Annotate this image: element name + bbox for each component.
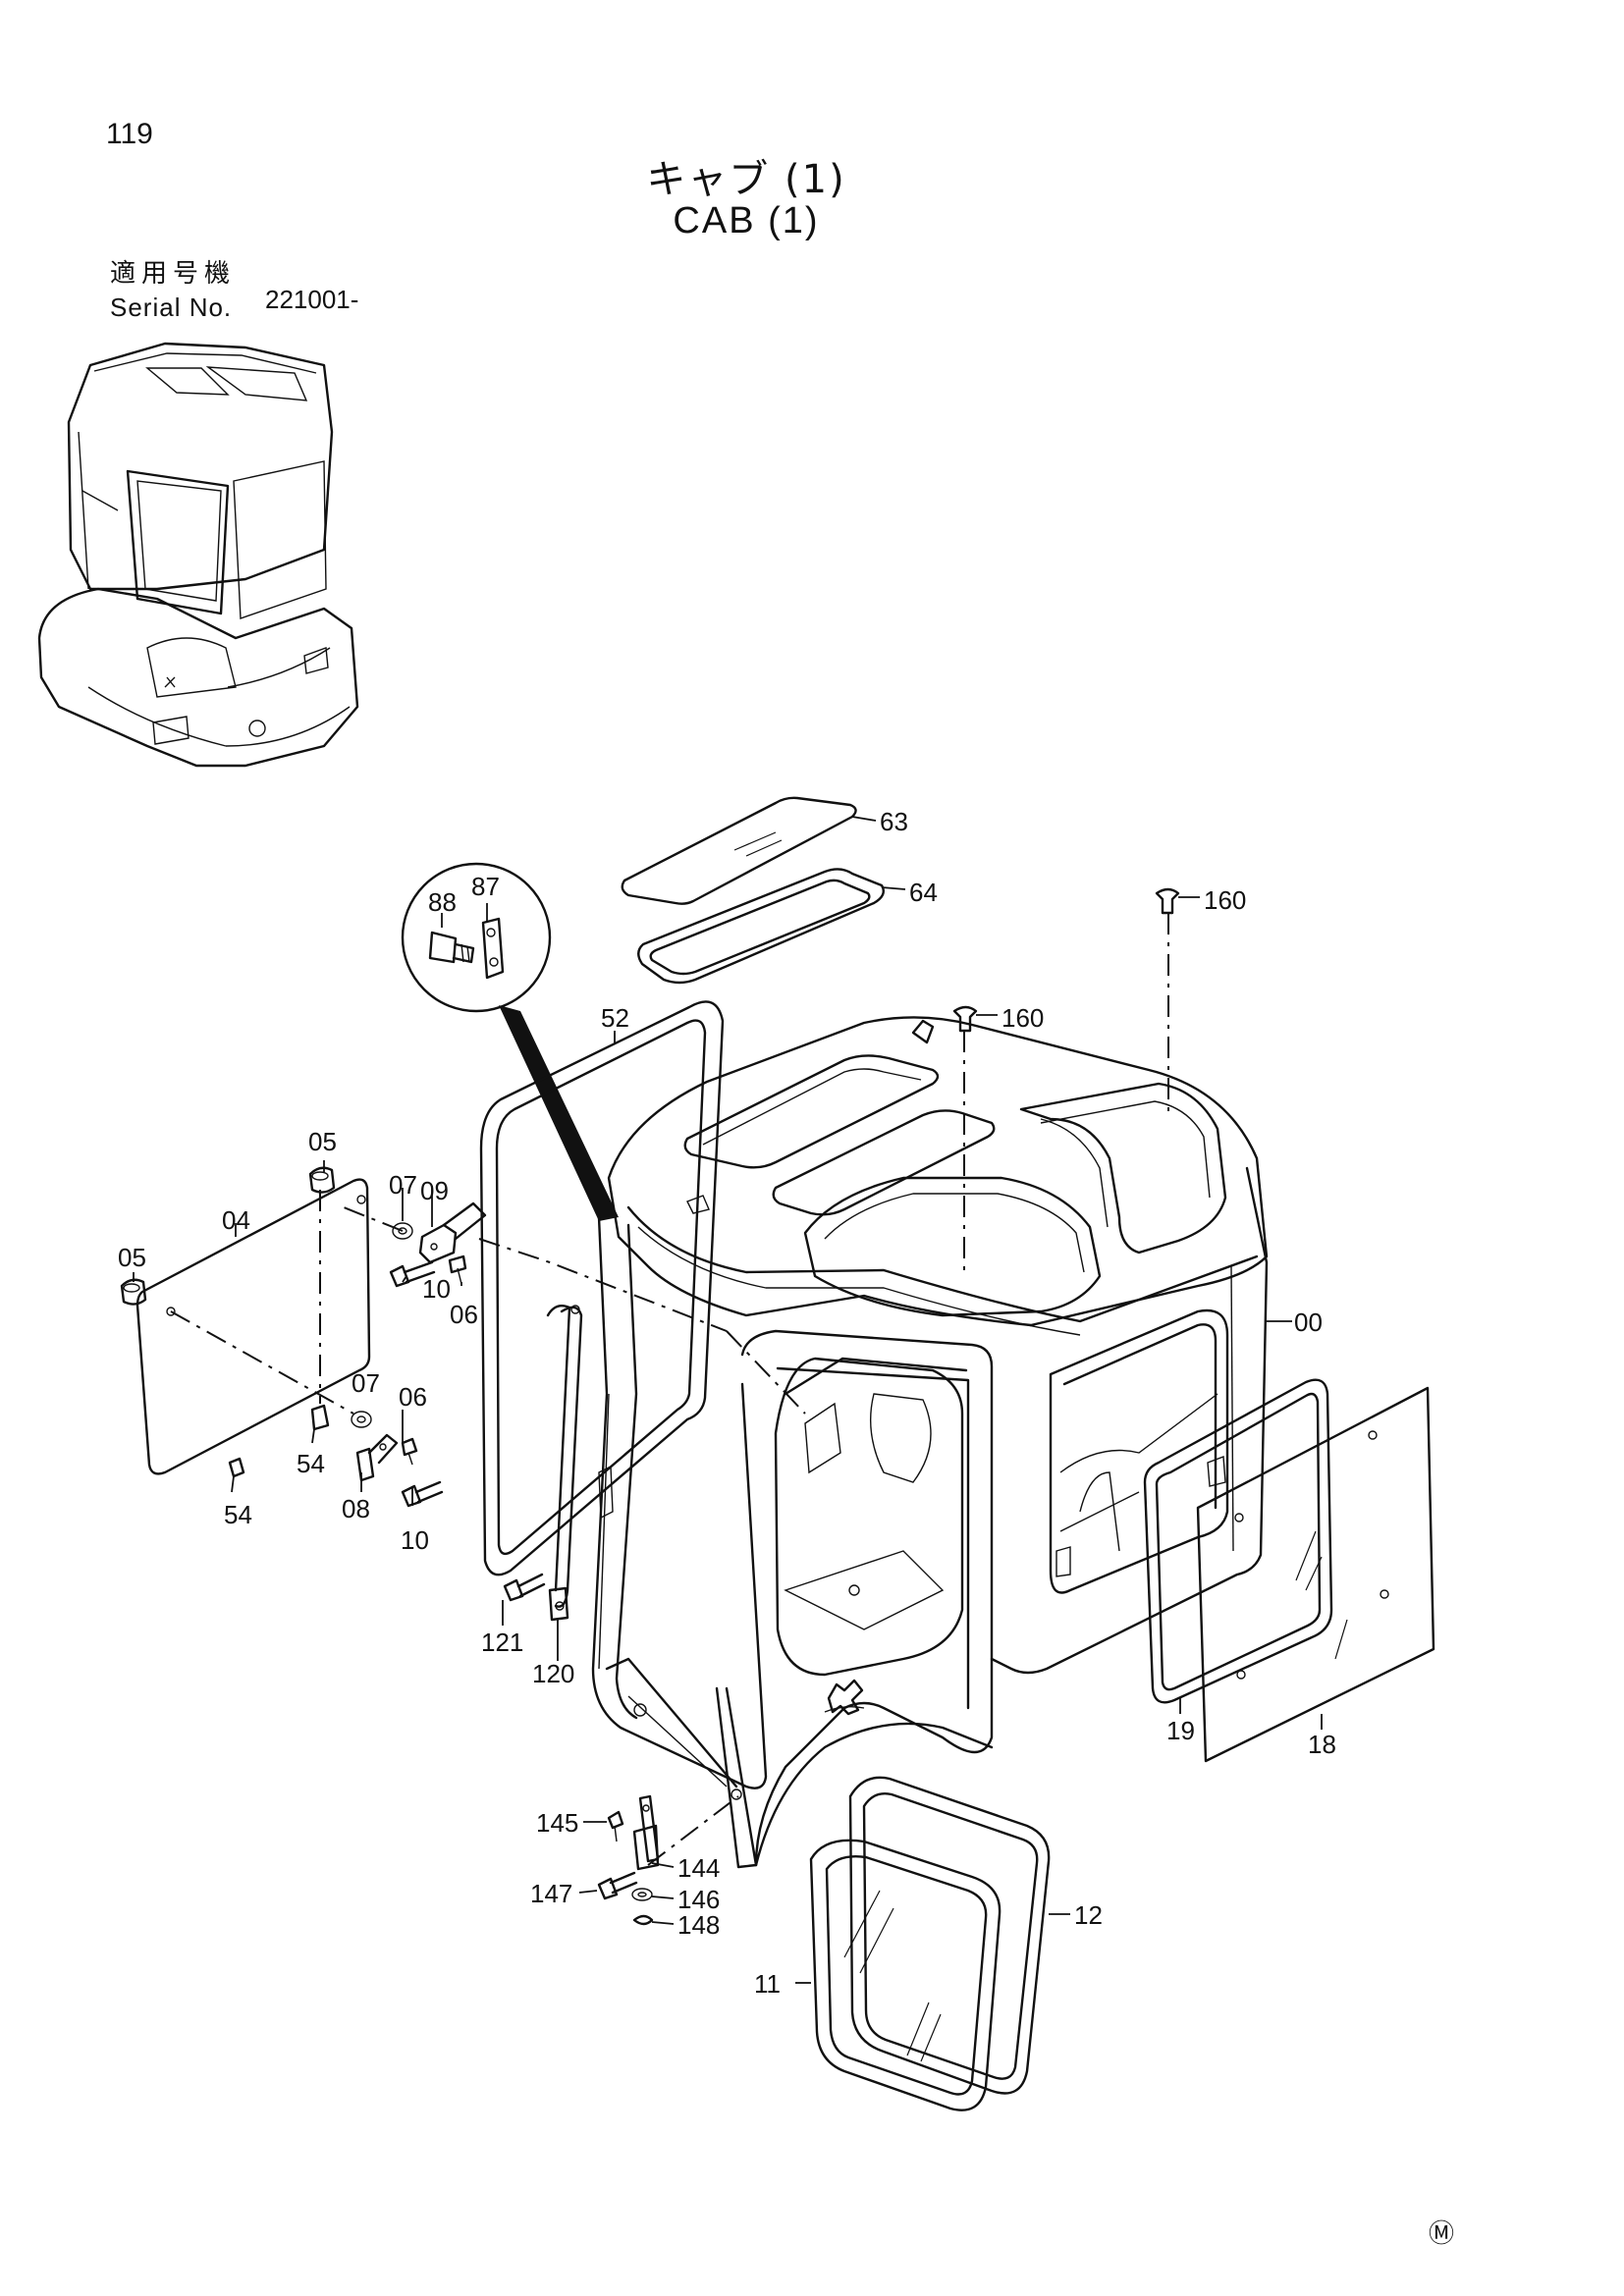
label-145: 145 bbox=[536, 1808, 578, 1838]
label-10-top: 10 bbox=[422, 1274, 451, 1304]
label-06-bottom: 06 bbox=[399, 1382, 427, 1412]
title-japanese: キャブ (1) bbox=[646, 157, 846, 202]
label-09: 09 bbox=[420, 1176, 449, 1205]
door-window-glass bbox=[809, 1839, 1001, 2111]
roof-glass bbox=[621, 796, 857, 905]
label-07-bottom: 07 bbox=[352, 1368, 380, 1398]
label-05-top: 05 bbox=[308, 1127, 337, 1156]
side-window-seal bbox=[1143, 1378, 1333, 1704]
part-number-labels: 63 64 160 160 88 87 52 05 04 05 07 09 10… bbox=[118, 807, 1336, 1999]
machine-overview-thumbnail bbox=[37, 342, 359, 768]
cab-body bbox=[591, 1016, 1269, 1869]
assembly-centerlines bbox=[170, 913, 1169, 1866]
serial-label-jp: 適用号機 bbox=[110, 259, 237, 289]
label-88: 88 bbox=[428, 887, 457, 917]
handrail-bolt bbox=[503, 1573, 546, 1602]
door-window-seal bbox=[848, 1776, 1051, 2095]
title-english: CAB (1) bbox=[673, 200, 820, 241]
door-hinge-hardware bbox=[597, 1794, 660, 1926]
part-leader-lines bbox=[133, 816, 1323, 1984]
label-160-right: 160 bbox=[1204, 885, 1246, 915]
label-00: 00 bbox=[1294, 1308, 1323, 1337]
label-146: 146 bbox=[677, 1885, 720, 1914]
label-05-left: 05 bbox=[118, 1243, 146, 1272]
side-panel bbox=[135, 1178, 371, 1475]
label-06-top: 06 bbox=[450, 1300, 478, 1329]
label-04: 04 bbox=[222, 1205, 250, 1235]
manual-mark: Ⓜ bbox=[1429, 2218, 1455, 2248]
label-147: 147 bbox=[530, 1879, 572, 1908]
label-11: 11 bbox=[754, 1969, 781, 1999]
roof-caps bbox=[952, 887, 1180, 1033]
label-18: 18 bbox=[1308, 1730, 1336, 1759]
label-87: 87 bbox=[471, 872, 500, 901]
page-number: 119 bbox=[106, 118, 153, 150]
label-144: 144 bbox=[677, 1853, 720, 1883]
serial-range: 221001- bbox=[265, 285, 359, 314]
detail-circle-bolt-bracket bbox=[401, 862, 619, 1221]
label-08: 08 bbox=[342, 1494, 370, 1523]
label-160-left: 160 bbox=[1001, 1003, 1044, 1033]
label-12: 12 bbox=[1074, 1900, 1103, 1930]
label-120: 120 bbox=[532, 1659, 574, 1688]
panel-fasteners bbox=[120, 1166, 487, 1508]
serial-label-en: Serial No. bbox=[110, 293, 233, 322]
label-148: 148 bbox=[677, 1910, 720, 1940]
label-54-left: 54 bbox=[224, 1500, 252, 1529]
label-19: 19 bbox=[1166, 1716, 1195, 1745]
handrail bbox=[546, 1305, 583, 1622]
label-54-right: 54 bbox=[297, 1449, 325, 1478]
label-121: 121 bbox=[481, 1628, 523, 1657]
label-64: 64 bbox=[909, 878, 938, 907]
label-07-top: 07 bbox=[389, 1170, 417, 1200]
door-frame-seal bbox=[479, 1000, 725, 1576]
side-window-glass bbox=[1196, 1386, 1435, 1763]
label-63: 63 bbox=[880, 807, 908, 836]
label-10-bottom: 10 bbox=[401, 1525, 429, 1555]
label-52: 52 bbox=[601, 1003, 629, 1033]
roof-glass-seal bbox=[637, 868, 885, 985]
serial-label: 適用号機 Serial No. bbox=[110, 257, 236, 324]
